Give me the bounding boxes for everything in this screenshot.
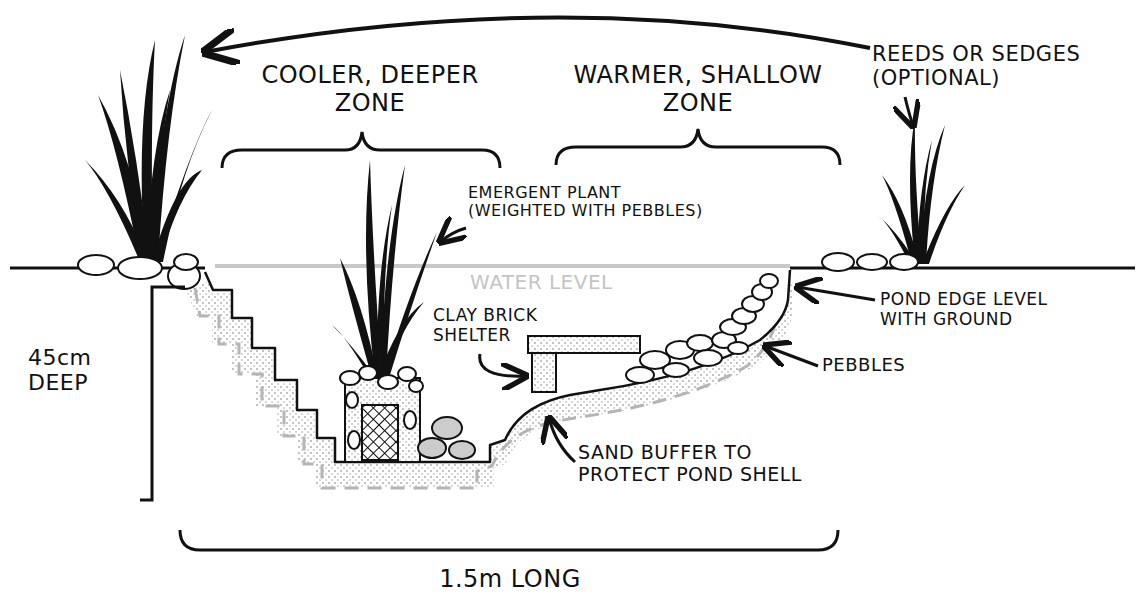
leader-arrow xyxy=(765,346,818,366)
bank-reeds xyxy=(917,140,932,264)
pebble xyxy=(378,375,398,389)
plant-basket xyxy=(345,378,420,462)
pebble xyxy=(78,253,918,383)
leader-arrow xyxy=(440,97,913,462)
pebble xyxy=(728,342,748,354)
leader-arrow xyxy=(905,97,913,126)
flow-arrow xyxy=(205,17,870,52)
depth-dimension xyxy=(140,287,185,500)
callout-label: PEBBLES xyxy=(822,355,952,376)
emergent-plant xyxy=(378,302,424,378)
stone xyxy=(449,441,475,459)
stone xyxy=(418,417,475,459)
callout-label: CLAY BRICK SHELTER xyxy=(433,306,583,345)
basket-mesh xyxy=(362,405,398,460)
callout-label: POND EDGE LEVEL WITH GROUND xyxy=(880,290,1100,329)
leader-arrow xyxy=(440,228,466,242)
pebble xyxy=(346,392,358,408)
pebble xyxy=(760,274,778,288)
pebble xyxy=(890,254,918,270)
leader-arrow xyxy=(549,418,575,462)
clay-brick xyxy=(528,336,640,353)
zone-brace xyxy=(556,129,840,165)
pebble xyxy=(687,335,713,351)
bank-reeds xyxy=(922,185,965,264)
callout-label: SAND BUFFER TO PROTECT POND SHELL xyxy=(578,442,833,486)
bank-plant xyxy=(85,35,212,262)
emergent-plant xyxy=(377,205,392,378)
clay-brick xyxy=(528,336,640,392)
leader-arrow xyxy=(797,287,875,300)
zone-brace xyxy=(222,132,500,168)
water-level-label: WATER LEVEL xyxy=(470,271,670,294)
pebble xyxy=(663,363,689,377)
pebble xyxy=(857,254,887,270)
bank-plant xyxy=(146,90,170,262)
pebble xyxy=(348,431,360,449)
zone-label: WARMER, SHALLOW ZONE xyxy=(548,62,848,117)
pebble xyxy=(78,255,114,275)
dimension-label: 1.5m LONG xyxy=(410,566,610,594)
pebble xyxy=(118,257,162,279)
dimension-label: 45cm DEEP xyxy=(28,345,128,396)
callout-label: EMERGENT PLANT (WEIGHTED WITH PEBBLES) xyxy=(468,184,718,221)
stone xyxy=(418,438,446,458)
pond-shell xyxy=(205,270,790,462)
clay-brick xyxy=(532,352,556,392)
plant-note: REEDS OR SEDGES (OPTIONAL) xyxy=(872,42,1127,90)
leader-arrow xyxy=(480,354,526,376)
bank-plant xyxy=(120,70,150,262)
water-line xyxy=(215,264,790,268)
bank-plant xyxy=(152,170,202,262)
bank-reeds xyxy=(878,118,965,264)
stone xyxy=(432,417,462,439)
pebble xyxy=(340,371,360,385)
length-dimension xyxy=(180,530,838,550)
pebble xyxy=(340,366,423,449)
zone-label: COOLER, DEEPER ZONE xyxy=(235,62,505,117)
emergent-plant xyxy=(332,160,437,378)
pebble xyxy=(174,254,198,270)
pebble xyxy=(398,367,416,381)
pebble xyxy=(822,253,854,271)
pebble xyxy=(409,380,423,392)
pebble xyxy=(694,350,722,366)
pebble xyxy=(404,411,416,429)
pebble xyxy=(359,366,377,380)
